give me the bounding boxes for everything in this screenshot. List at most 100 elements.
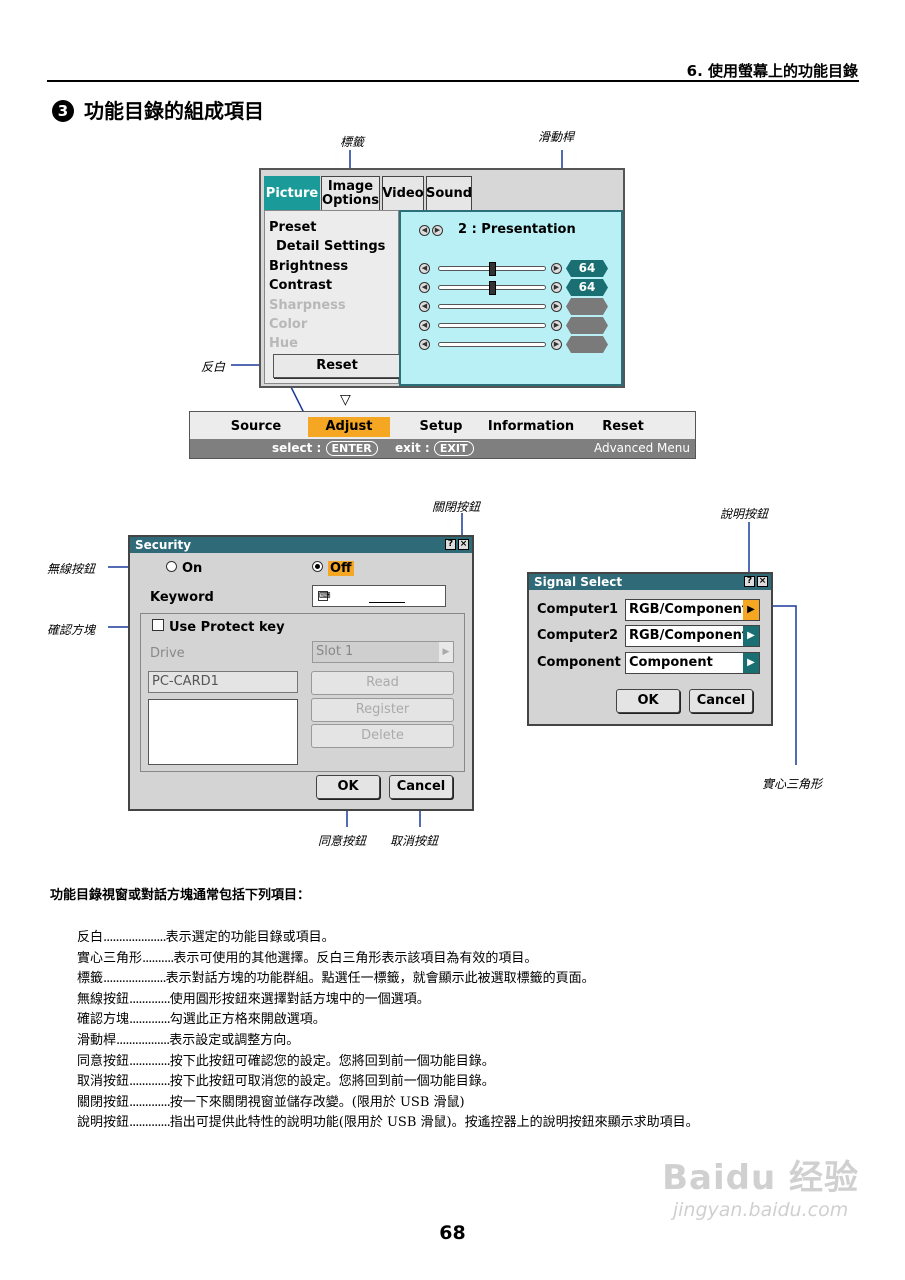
hue-slider [438, 342, 546, 347]
close-icon[interactable]: × [458, 539, 469, 550]
tab-sound[interactable]: Sound [426, 176, 472, 211]
computer1-label: Computer1 [537, 602, 619, 617]
brightness-decrease-icon[interactable]: ◀ [419, 263, 430, 274]
tab-video[interactable]: Video [382, 176, 424, 211]
use-protect-key-checkbox[interactable]: Use Protect key [152, 619, 285, 635]
security-dialog: Security ? × On Off Keyword ⌨ Use Protec… [128, 535, 474, 811]
callout-help-button: 說明按鈕 [720, 507, 769, 521]
ok-button[interactable]: OK [316, 775, 380, 799]
menu-item-detail-settings[interactable]: Detail Settings [276, 239, 386, 254]
help-icon[interactable]: ? [445, 539, 456, 550]
description-term: 標籤 [77, 971, 104, 987]
component-select[interactable]: Component▶ [625, 652, 760, 674]
menu-item-contrast[interactable]: Contrast [269, 278, 333, 293]
solid-triangle-icon[interactable]: ▶ [743, 600, 759, 620]
radio-on-icon[interactable] [166, 561, 177, 572]
brightness-slider-thumb[interactable] [489, 262, 496, 276]
baidu-watermark: Baidu 经验 jingyan.baidu.com [662, 1150, 859, 1221]
description-text: 表示設定或調整方向。 [169, 1033, 300, 1048]
drive-select-value: Slot 1 [316, 644, 354, 659]
menu-item-preset[interactable]: Preset [269, 220, 317, 235]
description-term: 無線按鈕 [77, 991, 130, 1007]
description-row: 反白....................表示選定的功能目錄或項目。 [77, 926, 335, 945]
computer2-select[interactable]: RGB/Component▶ [625, 625, 760, 647]
drive-label: Drive [150, 646, 185, 661]
select-label: select : [272, 441, 322, 455]
radio-off-icon[interactable] [312, 561, 323, 572]
signal-select-dialog: Signal Select ? × Computer1 RGB/Componen… [527, 572, 773, 726]
menu-item-brightness[interactable]: Brightness [269, 259, 349, 274]
close-icon[interactable]: × [757, 576, 768, 587]
checkbox-icon[interactable] [152, 619, 164, 631]
menubar-setup[interactable]: Setup [419, 419, 463, 434]
use-protect-key-label: Use Protect key [169, 620, 285, 635]
keyword-input[interactable]: ⌨ [312, 585, 446, 607]
description-dots: ............. [129, 1012, 171, 1028]
callout-highlight: 反白 [201, 360, 226, 374]
menubar-reset[interactable]: Reset [602, 419, 644, 434]
description-dots: ............. [129, 991, 171, 1007]
solid-triangle-icon[interactable]: ▶ [743, 653, 759, 673]
cancel-button[interactable]: Cancel [389, 775, 453, 799]
description-heading: 功能目錄視窗或對話方塊通常包括下列項目： [50, 888, 311, 903]
description-dots: ................. [116, 1033, 170, 1048]
description-text: 勾選此正方格來開啟選項。 [169, 1012, 326, 1028]
tab-picture[interactable]: Picture [264, 176, 320, 211]
sharpness-decrease-icon: ◀ [419, 301, 430, 312]
description-dots: .................... [103, 930, 167, 945]
contrast-decrease-icon[interactable]: ◀ [419, 282, 430, 293]
radio-on[interactable]: On [166, 561, 202, 576]
menu-item-list: Preset Detail Settings Brightness Contra… [264, 210, 401, 384]
description-row: 同意按鈕.............按下此按鈕可確認您的設定。您將回到前一個功能目… [77, 1050, 495, 1069]
arrow-left-icon[interactable]: ◀ [419, 225, 430, 236]
keyword-label: Keyword [150, 590, 214, 605]
description-row: 滑動桿.................表示設定或調整方向。 [77, 1029, 299, 1048]
tab-image-options[interactable]: Image Options [321, 176, 380, 211]
description-dots: ............. [129, 1074, 171, 1090]
menubar-source[interactable]: Source [230, 419, 282, 434]
description-term: 確認方塊 [77, 1012, 130, 1028]
contrast-slider-thumb[interactable] [489, 281, 496, 295]
description-row: 確認方塊.............勾選此正方格來開啟選項。 [77, 1008, 326, 1027]
callout-close-button: 關閉按鈕 [432, 500, 481, 514]
sharpness-slider [438, 304, 546, 309]
arrow-right-icon[interactable]: ▶ [432, 225, 443, 236]
menu-item-sharpness: Sharpness [269, 298, 346, 313]
color-decrease-icon: ◀ [419, 320, 430, 331]
watermark-url: jingyan.baidu.com [672, 1199, 849, 1221]
main-menu-bar: Source Adjust Setup Information Reset se… [189, 411, 696, 459]
contrast-increase-icon[interactable]: ▶ [551, 282, 562, 293]
exit-hint: exit : EXIT [395, 441, 474, 456]
solid-triangle-icon[interactable]: ▶ [743, 626, 759, 646]
menubar-hint-strip: select : ENTER exit : EXIT Advanced Menu [190, 439, 695, 458]
description-text: 按下此按鈕可取消您的設定。您將回到前一個功能目錄。 [169, 1074, 495, 1090]
menubar-adjust[interactable]: Adjust [308, 417, 390, 437]
color-slider [438, 323, 546, 328]
callout-radio-button: 無線按鈕 [47, 562, 96, 576]
computer1-select[interactable]: RGB/Component▶ [625, 599, 760, 621]
menubar-information[interactable]: Information [487, 419, 575, 434]
description-row: 取消按鈕.............按下此按鈕可取消您的設定。您將回到前一個功能目… [77, 1070, 495, 1089]
help-icon[interactable]: ? [744, 576, 755, 587]
component-label: Component [537, 655, 621, 670]
advanced-menu-label[interactable]: Advanced Menu [593, 441, 690, 455]
brightness-increase-icon[interactable]: ▶ [551, 263, 562, 274]
protect-key-group [140, 613, 465, 772]
menu-item-color: Color [269, 317, 308, 332]
reset-button[interactable]: Reset [273, 354, 401, 378]
header-rule [47, 80, 859, 82]
radio-on-label: On [182, 561, 203, 576]
contrast-value: 64 [566, 279, 608, 296]
signal-ok-button[interactable]: OK [616, 689, 680, 713]
page-number: 68 [439, 1222, 466, 1244]
chapter-title: 6. 使用螢幕上的功能目錄 [686, 62, 858, 80]
security-title: Security [135, 538, 192, 552]
key-list-box[interactable] [148, 699, 298, 765]
radio-off[interactable]: Off [312, 561, 354, 576]
computer2-label: Computer2 [537, 628, 619, 643]
signal-cancel-button[interactable]: Cancel [689, 689, 753, 713]
exit-label: exit : [395, 441, 430, 455]
description-text: 表示對話方塊的功能群組。點選任一標籤，就會顯示此被選取標籤的頁面。 [165, 971, 595, 987]
description-text: 按下此按鈕可確認您的設定。您將回到前一個功能目錄。 [169, 1053, 495, 1069]
